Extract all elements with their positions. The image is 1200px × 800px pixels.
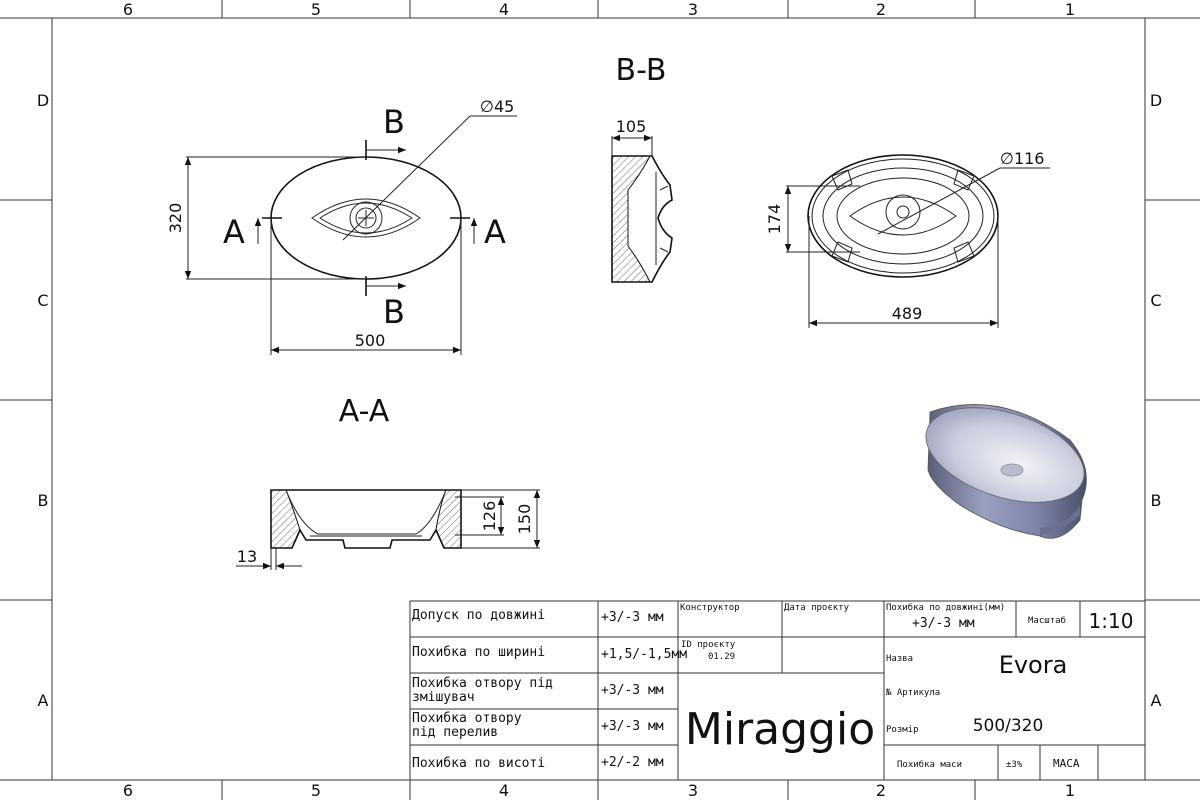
row-label: D bbox=[37, 91, 49, 110]
section-cut-label: B bbox=[383, 103, 405, 141]
col-label: 5 bbox=[311, 0, 321, 19]
tolerance-label: під перелив bbox=[412, 725, 498, 740]
scale-label: Масштаб bbox=[1028, 615, 1066, 626]
length-tolerance-value: +3/-3 мм bbox=[912, 616, 975, 631]
tolerance-label: Допуск по довжині bbox=[412, 608, 545, 623]
mass-tolerance-label: Похибка маси bbox=[897, 759, 962, 770]
tolerance-value: +1,5/-1,5мм bbox=[601, 647, 687, 662]
col-label: 3 bbox=[688, 0, 698, 19]
scale-value: 1:10 bbox=[1089, 609, 1134, 633]
tolerance-value: +2/-2 мм bbox=[601, 755, 664, 770]
row-label: D bbox=[1150, 91, 1162, 110]
mass-tolerance-value: ±3% bbox=[1006, 760, 1023, 770]
tolerance-label: Похибка по висоті bbox=[412, 756, 545, 771]
section-cut-label: A bbox=[484, 213, 506, 251]
row-label: B bbox=[1151, 491, 1162, 510]
row-labels-left: D C B A bbox=[37, 91, 49, 710]
project-id-value: 01.29 bbox=[708, 652, 735, 662]
tolerance-label: Похибка отвору bbox=[412, 711, 522, 726]
row-label: B bbox=[38, 491, 49, 510]
total-height-dim: 150 bbox=[515, 504, 534, 535]
product-size: 500/320 bbox=[973, 716, 1044, 736]
product-name: Evora bbox=[999, 651, 1068, 679]
tolerance-label: Похибка отвору під bbox=[412, 676, 553, 691]
row-labels-right: D C B A bbox=[1150, 91, 1162, 710]
depth-dim: 105 bbox=[616, 117, 647, 136]
tolerance-value: +3/-3 мм bbox=[601, 683, 664, 698]
designer-label: Конструктор bbox=[680, 603, 740, 613]
section-cut-label: B bbox=[383, 293, 405, 331]
col-label: 2 bbox=[876, 0, 886, 19]
col-label: 3 bbox=[688, 781, 698, 800]
section-aa-view bbox=[236, 489, 541, 570]
col-label: 2 bbox=[876, 781, 886, 800]
top-view bbox=[184, 115, 517, 355]
bottom-view bbox=[784, 154, 1050, 328]
tolerance-value: +3/-3 мм bbox=[601, 719, 664, 734]
col-label: 4 bbox=[499, 781, 509, 800]
basin-3d-render bbox=[925, 404, 1087, 539]
length-tolerance-label: Похибка по довжині(мм) bbox=[886, 602, 1005, 613]
col-label: 1 bbox=[1065, 0, 1075, 19]
article-label: № Артикула bbox=[885, 688, 940, 698]
wall-thickness-dim: 13 bbox=[237, 547, 257, 566]
col-label: 5 bbox=[311, 781, 321, 800]
inner-height-dim: 126 bbox=[480, 501, 499, 532]
section-bb-title: B-B bbox=[616, 53, 667, 88]
section-aa-title: A-A bbox=[339, 394, 390, 429]
tolerance-label: Похибка по ширині bbox=[412, 645, 545, 660]
name-label: Назва bbox=[886, 654, 913, 664]
col-label: 4 bbox=[499, 0, 509, 19]
brand-logo: Miraggio bbox=[685, 704, 875, 755]
title-block-grid bbox=[409, 600, 1145, 780]
row-label: A bbox=[38, 691, 49, 710]
bottom-width-dim: 174 bbox=[765, 204, 784, 235]
col-label: 6 bbox=[123, 781, 133, 800]
date-label: Дата проєкту bbox=[784, 603, 850, 613]
drain-diameter-dim: ∅45 bbox=[480, 97, 514, 116]
bottom-length-dim: 489 bbox=[892, 304, 923, 323]
section-bb-view bbox=[611, 134, 673, 283]
row-label: C bbox=[37, 291, 48, 310]
col-label: 1 bbox=[1065, 781, 1075, 800]
width-dim: 320 bbox=[166, 203, 185, 234]
tolerance-label: змішувач bbox=[412, 690, 475, 705]
project-id-label: ID проєкту bbox=[681, 640, 736, 650]
length-dim: 500 bbox=[355, 331, 386, 350]
outlet-diameter-dim: ∅116 bbox=[1000, 149, 1044, 168]
col-label: 6 bbox=[123, 0, 133, 19]
column-labels-bottom: 6 5 4 3 2 1 bbox=[123, 781, 1075, 800]
tolerance-value: +3/-3 мм bbox=[601, 610, 664, 625]
section-cut-label: A bbox=[223, 213, 245, 251]
mass-label: МАСА bbox=[1053, 757, 1080, 770]
row-label: A bbox=[1151, 691, 1162, 710]
column-labels-top: 6 5 4 3 2 1 bbox=[123, 0, 1075, 19]
size-label: Розмір bbox=[886, 725, 919, 735]
row-label: C bbox=[1150, 291, 1161, 310]
